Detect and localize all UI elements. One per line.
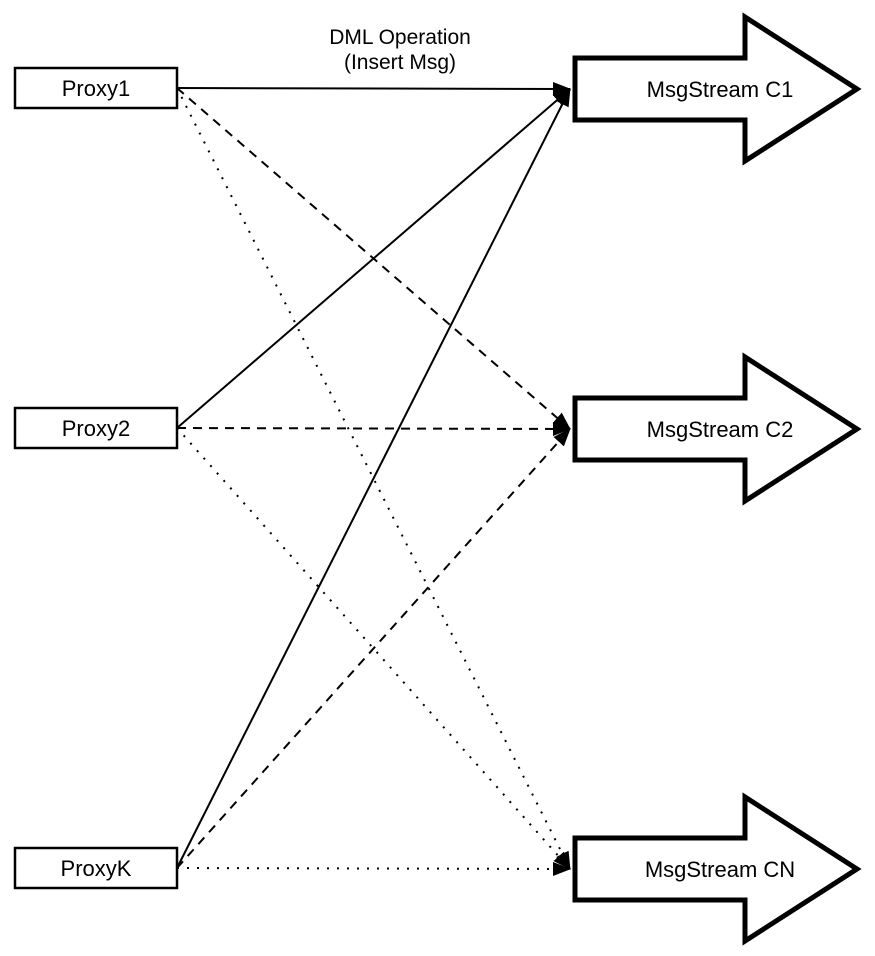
edge-proxy1-c1-solid — [176, 81, 571, 96]
node-msgstream-c2: MsgStream C2 — [572, 352, 862, 506]
msgstream-c1-arrow-shape — [572, 12, 862, 166]
proxy1-label: Proxy1 — [62, 76, 130, 101]
proxy2-box — [13, 406, 179, 450]
edge-proxyk-cn-dotted — [176, 861, 571, 876]
dml-operation-line1: DML Operation — [329, 26, 471, 49]
msgstream-cn-label: MsgStream CN — [645, 857, 795, 882]
dml-operation-line2: (Insert Msg) — [344, 51, 456, 74]
node-proxyk: ProxyK — [13, 846, 179, 890]
edge-proxy2-c1-solid — [176, 88, 571, 429]
proxy2-label: Proxy2 — [62, 416, 130, 441]
msgstream-c2-label: MsgStream C2 — [647, 417, 794, 442]
msgstream-cn-arrow-shape — [572, 792, 862, 946]
edge-proxyk-c1-solid — [176, 88, 571, 869]
dml-operation-label: DML Operation (Insert Msg) — [329, 26, 471, 74]
edge-proxy2-c2-dashed — [176, 421, 571, 436]
proxyk-label: ProxyK — [61, 856, 132, 881]
msgstream-c1-label: MsgStream C1 — [647, 77, 794, 102]
node-proxy1: Proxy1 — [13, 66, 179, 110]
edge-layer — [176, 81, 571, 876]
node-msgstream-c1: MsgStream C1 — [572, 12, 862, 166]
msgstream-c2-arrow-shape — [572, 352, 862, 506]
node-proxy2: Proxy2 — [13, 406, 179, 450]
proxy1-box — [13, 66, 179, 110]
edge-proxyk-c2-dashed — [176, 428, 571, 869]
proxyk-box — [13, 846, 179, 890]
node-msgstream-cn: MsgStream CN — [572, 792, 862, 946]
